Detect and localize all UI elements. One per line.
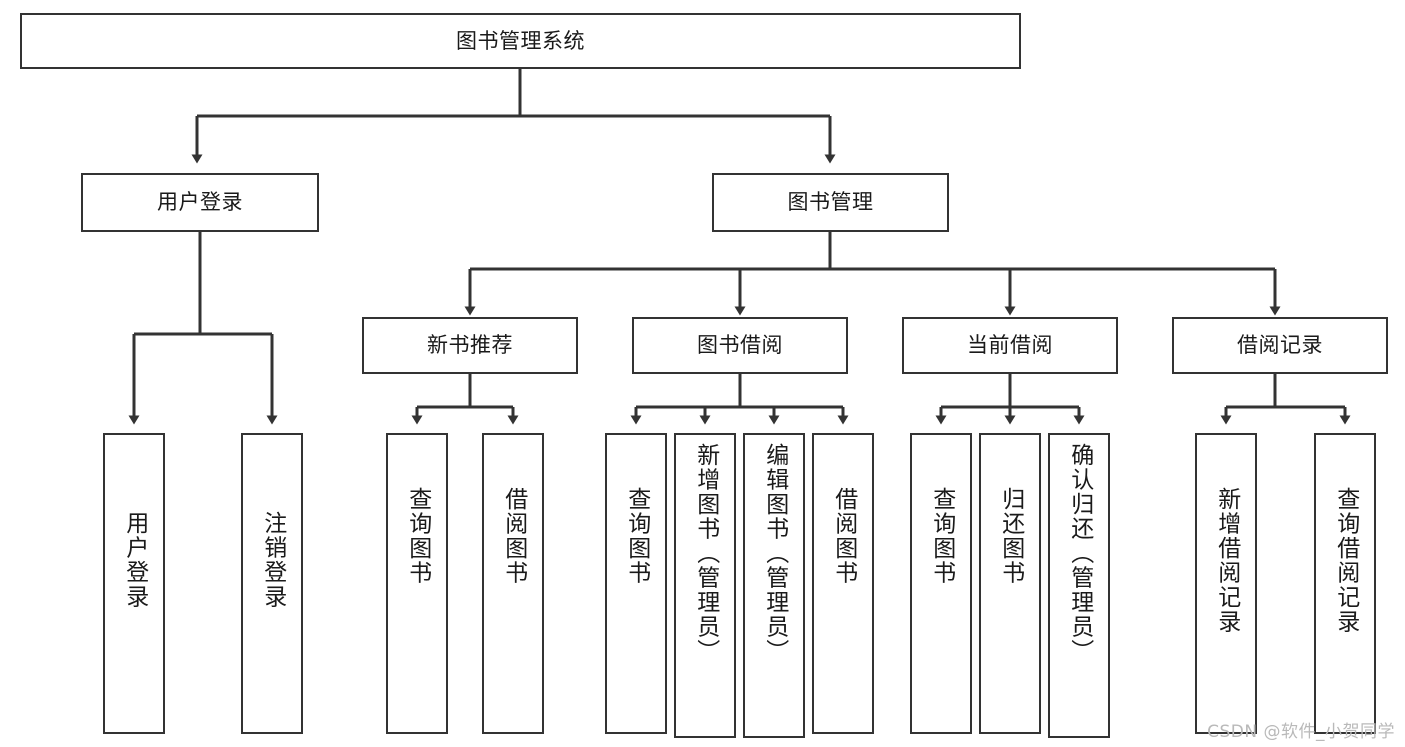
- node-leaf-borrow-book-1[interactable]: 借阅图书: [482, 433, 544, 734]
- node-leaf-query-book-2-label: 查询图书: [623, 487, 650, 585]
- node-book-manage-label: 图书管理: [787, 190, 874, 215]
- edge-root-to-level2: [191, 69, 836, 164]
- node-book-borrow[interactable]: 图书借阅: [632, 317, 848, 374]
- node-leaf-query-borrow-record[interactable]: 查询借阅记录: [1314, 433, 1376, 734]
- node-root-label: 图书管理系统: [456, 28, 585, 53]
- node-user-login[interactable]: 用户登录: [81, 173, 319, 232]
- node-leaf-query-borrow-record-label: 查询借阅记录: [1332, 487, 1359, 634]
- node-leaf-query-book-3[interactable]: 查询图书: [910, 433, 972, 734]
- node-leaf-query-book-2[interactable]: 查询图书: [605, 433, 667, 734]
- csdn-watermark: CSDN @软件_小贺同学: [1207, 722, 1395, 742]
- edge-recommend-to-leaves: [411, 374, 519, 425]
- edge-current-to-leaves: [935, 374, 1085, 425]
- node-leaf-confirm-return-admin-label: 确认归还（管理员）: [1066, 443, 1093, 664]
- node-leaf-borrow-book-2-label: 借阅图书: [830, 487, 857, 585]
- node-user-login-label: 用户登录: [157, 190, 243, 215]
- node-new-book-recommend-label: 新书推荐: [427, 333, 513, 358]
- node-book-manage[interactable]: 图书管理: [712, 173, 949, 232]
- node-leaf-user-login-label: 用户登录: [121, 511, 148, 609]
- edge-userlogin-to-leaves: [128, 232, 278, 425]
- node-leaf-edit-book-admin-label: 编辑图书（管理员）: [761, 443, 788, 664]
- node-leaf-logout-label: 注销登录: [259, 511, 286, 609]
- node-leaf-borrow-book-2[interactable]: 借阅图书: [812, 433, 874, 734]
- node-leaf-query-book-1-label: 查询图书: [404, 487, 431, 585]
- node-leaf-add-borrow-record[interactable]: 新增借阅记录: [1195, 433, 1257, 734]
- node-leaf-edit-book-admin[interactable]: 编辑图书（管理员）: [743, 433, 805, 738]
- node-leaf-confirm-return-admin[interactable]: 确认归还（管理员）: [1048, 433, 1110, 738]
- node-leaf-return-book[interactable]: 归还图书: [979, 433, 1041, 734]
- node-new-book-recommend[interactable]: 新书推荐: [362, 317, 578, 374]
- edge-bookmanage-to-level3: [464, 232, 1281, 316]
- node-borrow-record-label: 借阅记录: [1237, 333, 1323, 358]
- node-leaf-add-book-admin[interactable]: 新增图书（管理员）: [674, 433, 736, 738]
- node-borrow-record[interactable]: 借阅记录: [1172, 317, 1388, 374]
- node-book-borrow-label: 图书借阅: [697, 333, 783, 358]
- node-leaf-query-book-3-label: 查询图书: [928, 487, 955, 585]
- node-current-borrow-label: 当前借阅: [967, 333, 1053, 358]
- node-root[interactable]: 图书管理系统: [20, 13, 1021, 69]
- node-leaf-logout[interactable]: 注销登录: [241, 433, 303, 734]
- node-leaf-user-login[interactable]: 用户登录: [103, 433, 165, 734]
- edge-borrow-to-leaves: [630, 374, 849, 425]
- node-leaf-borrow-book-1-label: 借阅图书: [500, 487, 527, 585]
- node-current-borrow[interactable]: 当前借阅: [902, 317, 1118, 374]
- node-leaf-query-book-1[interactable]: 查询图书: [386, 433, 448, 734]
- node-leaf-return-book-label: 归还图书: [997, 487, 1024, 585]
- node-leaf-add-borrow-record-label: 新增借阅记录: [1213, 487, 1240, 634]
- edge-record-to-leaves: [1220, 374, 1351, 425]
- node-leaf-add-book-admin-label: 新增图书（管理员）: [692, 443, 719, 664]
